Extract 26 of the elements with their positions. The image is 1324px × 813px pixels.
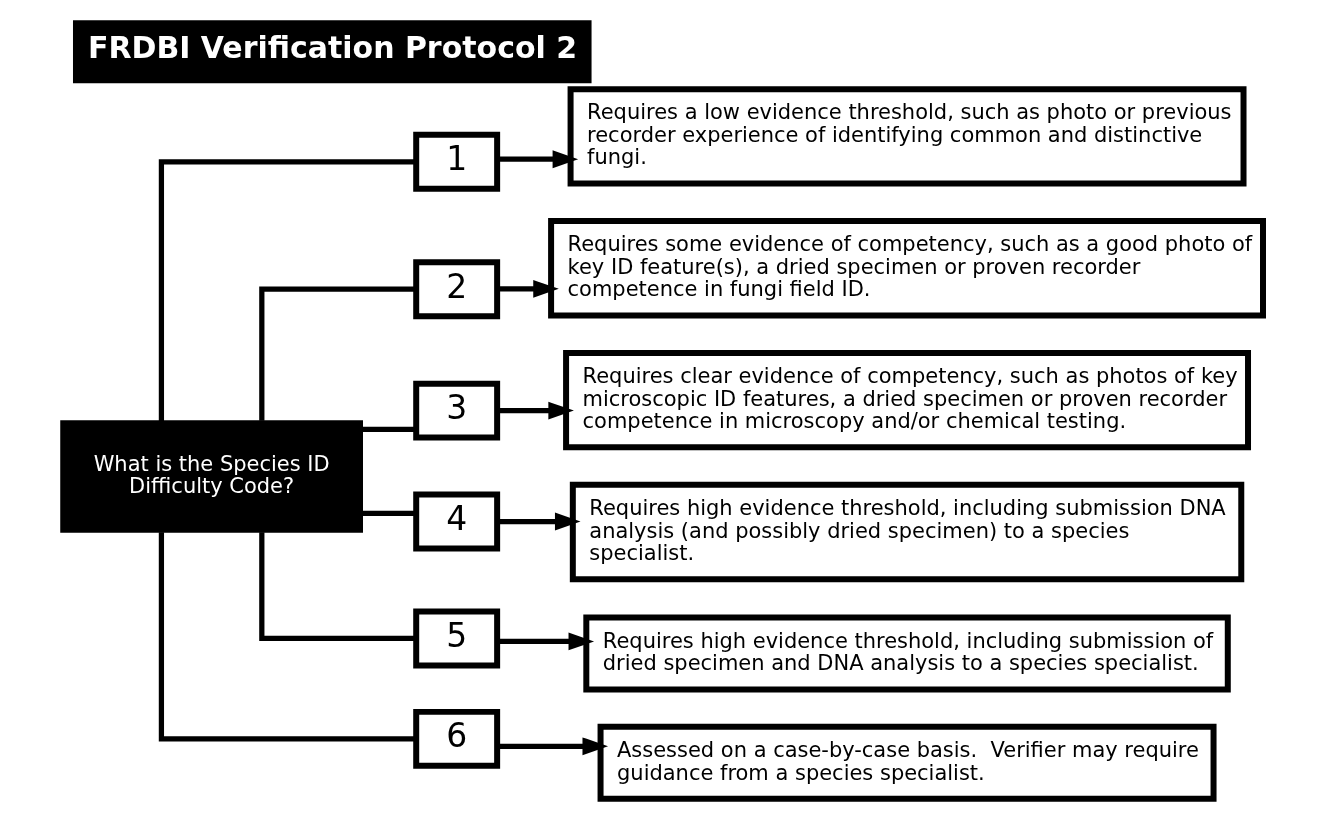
node-box: 1 [413, 131, 501, 192]
connector [158, 532, 416, 742]
node-box: What is the Species ID Difficulty Code? [60, 420, 363, 533]
arrow [497, 737, 609, 756]
connector [259, 532, 416, 642]
node-box: 2 [413, 259, 501, 320]
node-box: Requires some evidence of competency, such as a good photo of key ID feature(s), a dried specimen or proven recorder competence in fungi field ID. [548, 218, 1266, 319]
arrow [497, 632, 595, 651]
connector [362, 510, 416, 516]
connector [158, 159, 416, 421]
arrow [497, 279, 559, 298]
diagram-title: FRDBI Verification Protocol 2 [87, 29, 578, 65]
node-box: 3 [413, 380, 501, 441]
node-box: Requires high evidence threshold, including submission DNA analysis (and possibly dried specimen) to a species specialist. [569, 481, 1245, 583]
node-box: 6 [413, 708, 501, 769]
node-box: Requires clear evidence of competency, such as photos of key microscopic ID features, a dried specimen or proven recorder competence in microscopy and/or chemical testing. [563, 349, 1251, 451]
node-box: Requires a low evidence threshold, such as photo or previous recorder experience of identifying common and distinctive fungi. [567, 86, 1247, 187]
arrow [497, 401, 574, 420]
arrow [497, 512, 581, 531]
connector [259, 286, 416, 421]
node-box: Requires high evidence threshold, including submission of dried specimen and DNA analysis to a species specialist. [583, 614, 1231, 693]
node-box: Assessed on a case-by-case basis. Verifier may require guidance from a species specialist. [597, 723, 1217, 802]
connector [362, 426, 416, 432]
node-box: 4 [413, 491, 501, 552]
arrow [497, 150, 579, 169]
node-box: 5 [413, 608, 501, 669]
